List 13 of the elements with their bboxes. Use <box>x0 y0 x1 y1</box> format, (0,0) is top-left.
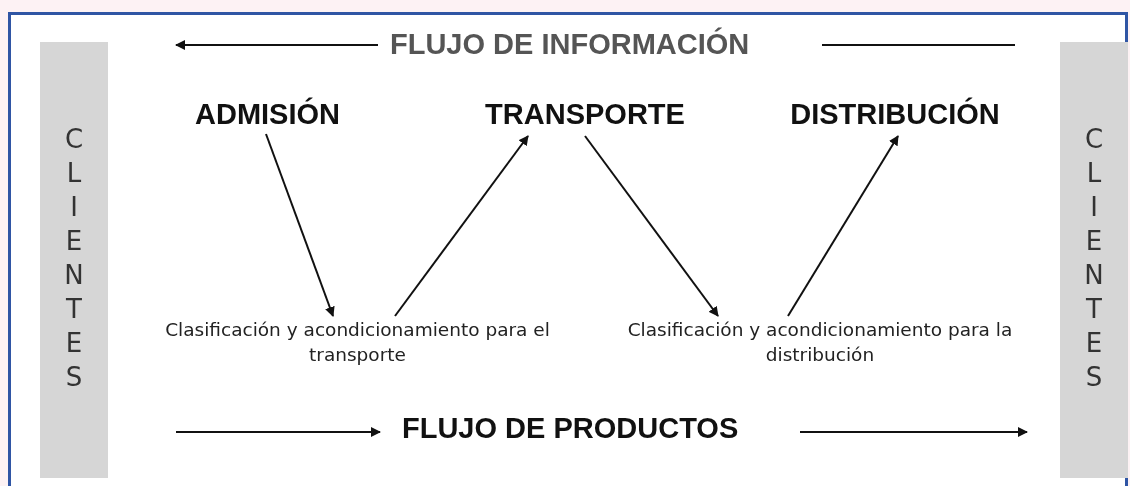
process-note: Clasificación y acondicionamiento para la distribución <box>620 318 1020 378</box>
arrow <box>584 135 719 317</box>
arrow <box>394 135 529 317</box>
client-band: CLIENTES <box>40 42 108 478</box>
arrow <box>265 133 335 317</box>
client-band: CLIENTES <box>1060 42 1128 478</box>
arrow <box>787 135 899 317</box>
stage-heading: TRANSPORTE <box>465 95 705 133</box>
stage-heading: DISTRIBUCIÓN <box>755 95 1035 133</box>
process-note: Clasificación y acondicionamiento para el transporte <box>125 318 590 378</box>
flow-label: FLUJO DE INFORMACIÓN <box>390 28 750 61</box>
stage-heading: ADMISIÓN <box>165 95 370 133</box>
flow-label: FLUJO DE PRODUCTOS <box>402 412 739 445</box>
